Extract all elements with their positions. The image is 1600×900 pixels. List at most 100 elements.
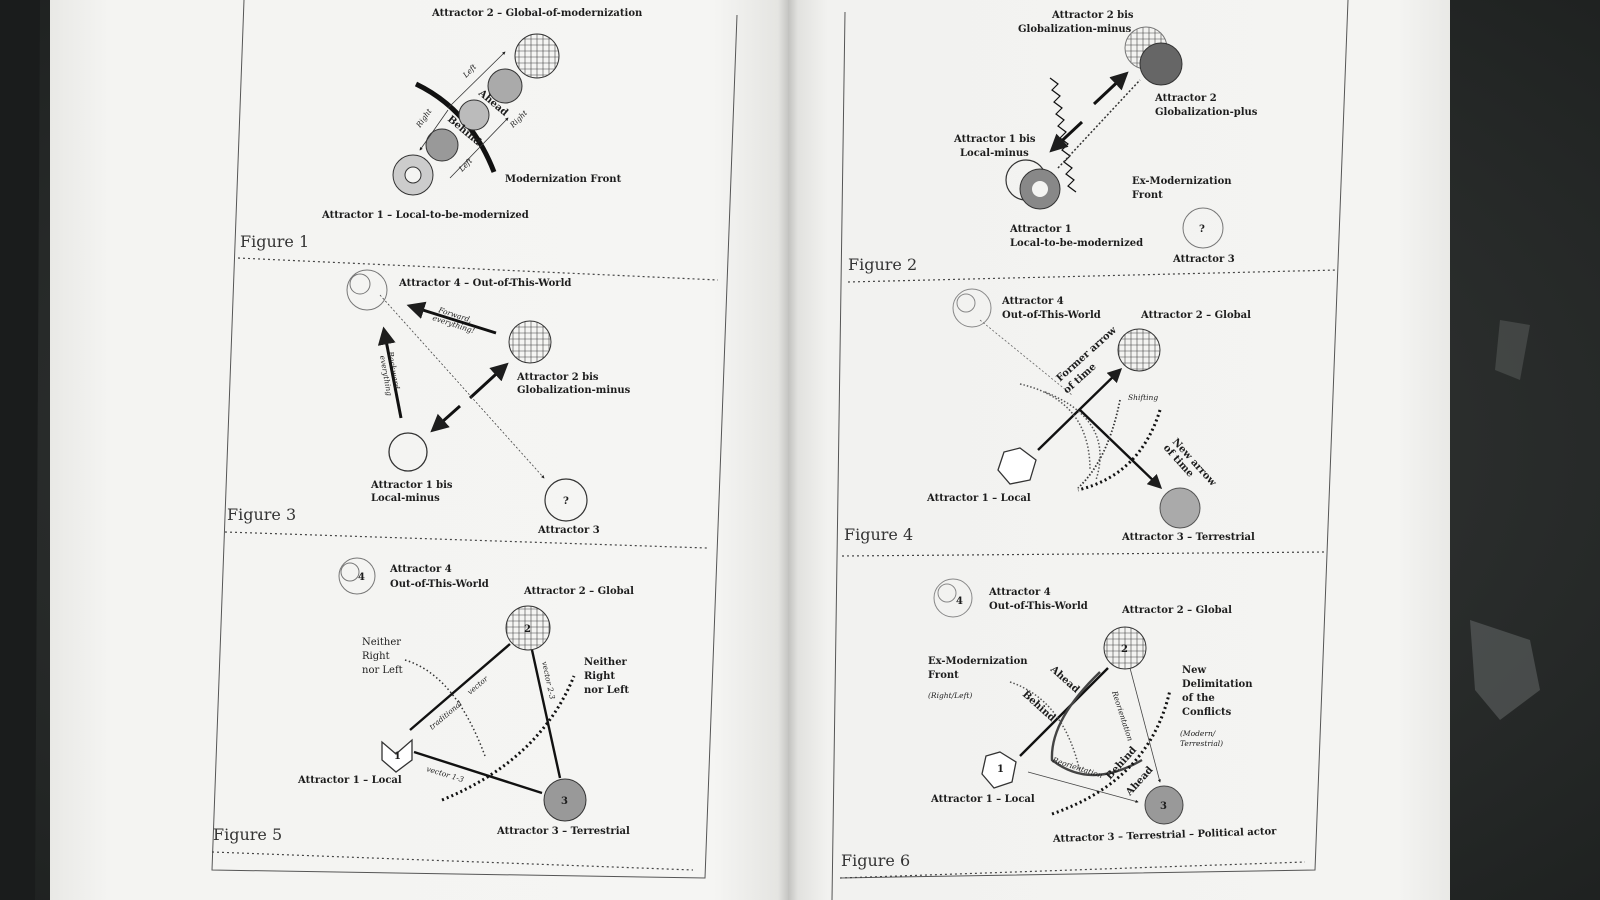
- fig6-delimitation-label-4: Conflicts: [1182, 707, 1232, 718]
- fig4-attractor1-label: Attractor 1 – Local: [926, 493, 1031, 504]
- sphere-icon: [425, 128, 459, 162]
- vector-2-3: [530, 649, 562, 779]
- fig3-caption: Figure 3: [227, 505, 296, 524]
- out-of-world-icon: [952, 288, 992, 328]
- fig1-title: Attractor 2 – Global-of-modernization: [431, 8, 643, 19]
- global-globe-icon: [1117, 328, 1161, 372]
- fig3-attractor1bis-label: Attractor 1 bis: [370, 480, 453, 491]
- local-node: [981, 751, 1017, 789]
- fig6-modern-terrestrial-label-2: Terrestrial): [1180, 739, 1223, 748]
- dotted-to-out-of-world: [979, 319, 1073, 396]
- fig5-attractor3-label: Attractor 3 – Terrestrial: [496, 826, 630, 837]
- divider: [847, 269, 1338, 283]
- fig2-attractor2-label: Attractor 2: [1154, 93, 1217, 104]
- terrestrial-sphere-icon: [1159, 487, 1201, 529]
- fig3-question-mark: ?: [563, 496, 569, 507]
- vector-1-3: [413, 750, 543, 795]
- fig6-delimitation-label-2: Delimitation: [1182, 679, 1253, 690]
- sphere-icon: [458, 99, 490, 131]
- out-of-world-icon: [346, 269, 388, 311]
- fig6-modern-terrestrial-label: (Modern/: [1180, 729, 1217, 738]
- fig3-attractor2bis-label-2: Globalization-minus: [517, 385, 631, 396]
- figure-2: Attractor 2 bis Globalization-minus Attr…: [847, 10, 1338, 283]
- right-frame: [831, 0, 1349, 900]
- fig2-attractor1-label-2: Local-to-be-modernized: [1010, 238, 1143, 249]
- new-arrow-of-time: [1079, 409, 1163, 489]
- fig2-attractor2-label-2: Globalization-plus: [1155, 107, 1258, 118]
- local-node: [381, 738, 413, 773]
- fig6-node-4: 4: [956, 596, 963, 607]
- fig2-attractor2bis-label: Attractor 2 bis: [1051, 10, 1134, 21]
- forward-arrow: [406, 301, 497, 335]
- fig5-node-4: 4: [358, 572, 365, 583]
- fig6-attractor1-label: Attractor 1 – Local: [930, 794, 1035, 805]
- left-page: [50, 0, 788, 900]
- fig2-attractor1bis-label-2: Local-minus: [960, 148, 1029, 159]
- out-of-world-icon: [933, 578, 973, 618]
- fig5-node-1: 1: [394, 751, 401, 762]
- fig3-attractor4-label: Attractor 4 – Out-of-This-World: [398, 278, 571, 289]
- figure-5: 4 Attractor 4 Out-of-This-World Attracto…: [211, 557, 694, 871]
- fig1-left-label-2: Left: [456, 156, 475, 175]
- fig5-neither-right-label-3: nor Left: [584, 685, 629, 696]
- fig2-question-mark: ?: [1199, 224, 1205, 235]
- globe-icon: [508, 320, 552, 364]
- fig5-attractor2-label: Attractor 2 – Global: [523, 586, 634, 597]
- book-gutter: [778, 0, 798, 900]
- fig2-attractor3-label: Attractor 3: [1172, 254, 1235, 265]
- fig6-ahead-label: Ahead: [1047, 663, 1081, 695]
- shifting-arc: [1044, 391, 1101, 481]
- fig5-neither-right-label-2: Right: [584, 671, 615, 682]
- fig3-attractor1bis-label-2: Local-minus: [371, 493, 440, 504]
- fig2-caption: Figure 2: [848, 255, 917, 274]
- fig6-node-1: 1: [997, 764, 1004, 775]
- fig5-vector-label: vector: [466, 674, 490, 697]
- fig5-neither-label-3: nor Left: [362, 665, 403, 676]
- fig4-shifting-label: Shifting: [1128, 393, 1158, 402]
- fig2-attractor2bis-label-2: Globalization-minus: [1018, 24, 1132, 35]
- attractor3-circle: [544, 478, 588, 522]
- divider: [211, 851, 694, 871]
- dotted-diagonal: [379, 294, 545, 479]
- new-front-arc: [1077, 409, 1162, 492]
- fig6-right-left-label: (Right/Left): [928, 691, 972, 700]
- fig5-neither-label-2: Right: [362, 651, 390, 662]
- arrow-up: [1092, 71, 1129, 106]
- fig6-front-label: Ex-Modernization: [928, 656, 1028, 667]
- backward-arrow: [377, 326, 403, 419]
- global-globe-icon: [1103, 626, 1147, 670]
- fig1-front-label: Modernization Front: [505, 174, 622, 185]
- figure-6: 4 Attractor 4 Out-of-This-World Attracto…: [839, 578, 1306, 879]
- figure-3: Attractor 4 – Out-of-This-World Forward,…: [224, 269, 708, 549]
- arrow-down: [1049, 120, 1084, 153]
- fig5-attractor1-label: Attractor 1 – Local: [297, 775, 402, 786]
- left-frame: [211, 0, 738, 879]
- fig6-attractor4-label-2: Out-of-This-World: [989, 601, 1088, 612]
- globe-icon: [1139, 42, 1183, 86]
- thin-arrow-to-terrestrial: [1129, 667, 1161, 783]
- out-of-world-icon: [338, 557, 376, 595]
- thin-arrow-1-3: [1027, 771, 1139, 803]
- fig5-caption: Figure 5: [213, 825, 282, 844]
- fig6-attractor3-label: Attractor 3 – Terrestrial – Political ac…: [1052, 826, 1278, 845]
- fig1-caption: Figure 1: [240, 232, 309, 251]
- dotted-connector: [1057, 79, 1141, 169]
- fig6-node-2: 2: [1121, 644, 1128, 655]
- arrow-to-local: [430, 404, 461, 433]
- fig6-node-3: 3: [1160, 801, 1167, 812]
- local-circle: [388, 432, 428, 472]
- fig6-delimitation-label-1: New: [1182, 665, 1207, 676]
- fig5-attractor4-label: Attractor 4: [389, 564, 452, 575]
- fig6-reorientation-label: Reorientation: [1110, 689, 1135, 742]
- fig5-node-3: 3: [561, 796, 568, 807]
- fig4-attractor4-label: Attractor 4: [1001, 296, 1064, 307]
- fig2-front-label: Ex-Modernization: [1132, 176, 1232, 187]
- figure-4: Attractor 4 Out-of-This-World Attractor …: [841, 288, 1326, 557]
- fig3-attractor2bis-label: Attractor 2 bis: [516, 372, 599, 383]
- right-page: [788, 0, 1450, 900]
- fig1-right-label-2: Right: [507, 108, 529, 130]
- terrestrial-sphere-icon: [1144, 785, 1184, 825]
- fig6-caption: Figure 6: [841, 851, 910, 870]
- fig1-left-label: Left: [460, 62, 479, 81]
